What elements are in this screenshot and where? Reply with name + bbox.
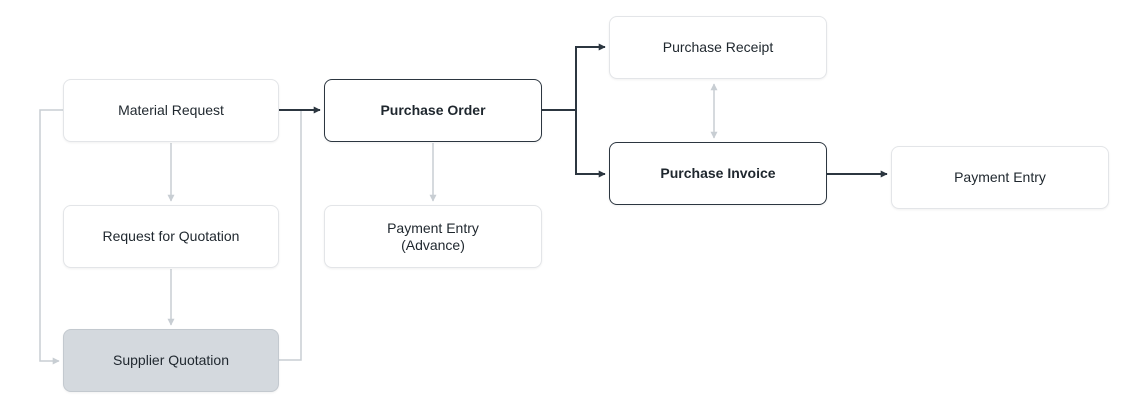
edge-purchase-order-to-purchase-receipt <box>542 43 606 111</box>
edge-material-request-to-supplier-quotation <box>39 109 63 365</box>
node-purchase-receipt[interactable]: Purchase Receipt <box>609 16 827 79</box>
node-request-for-quotation[interactable]: Request for Quotation <box>63 205 279 268</box>
edge-supplier-quotation-to-purchase-order <box>279 110 302 361</box>
node-supplier-quotation[interactable]: Supplier Quotation <box>63 329 279 392</box>
node-purchase-order[interactable]: Purchase Order <box>324 79 542 142</box>
node-payment-entry-advance[interactable]: Payment Entry (Advance) <box>324 205 542 268</box>
node-payment-entry[interactable]: Payment Entry <box>891 146 1109 209</box>
node-material-request[interactable]: Material Request <box>63 79 279 142</box>
node-purchase-invoice[interactable]: Purchase Invoice <box>609 142 827 205</box>
edge-purchase-order-to-purchase-invoice <box>575 110 606 178</box>
